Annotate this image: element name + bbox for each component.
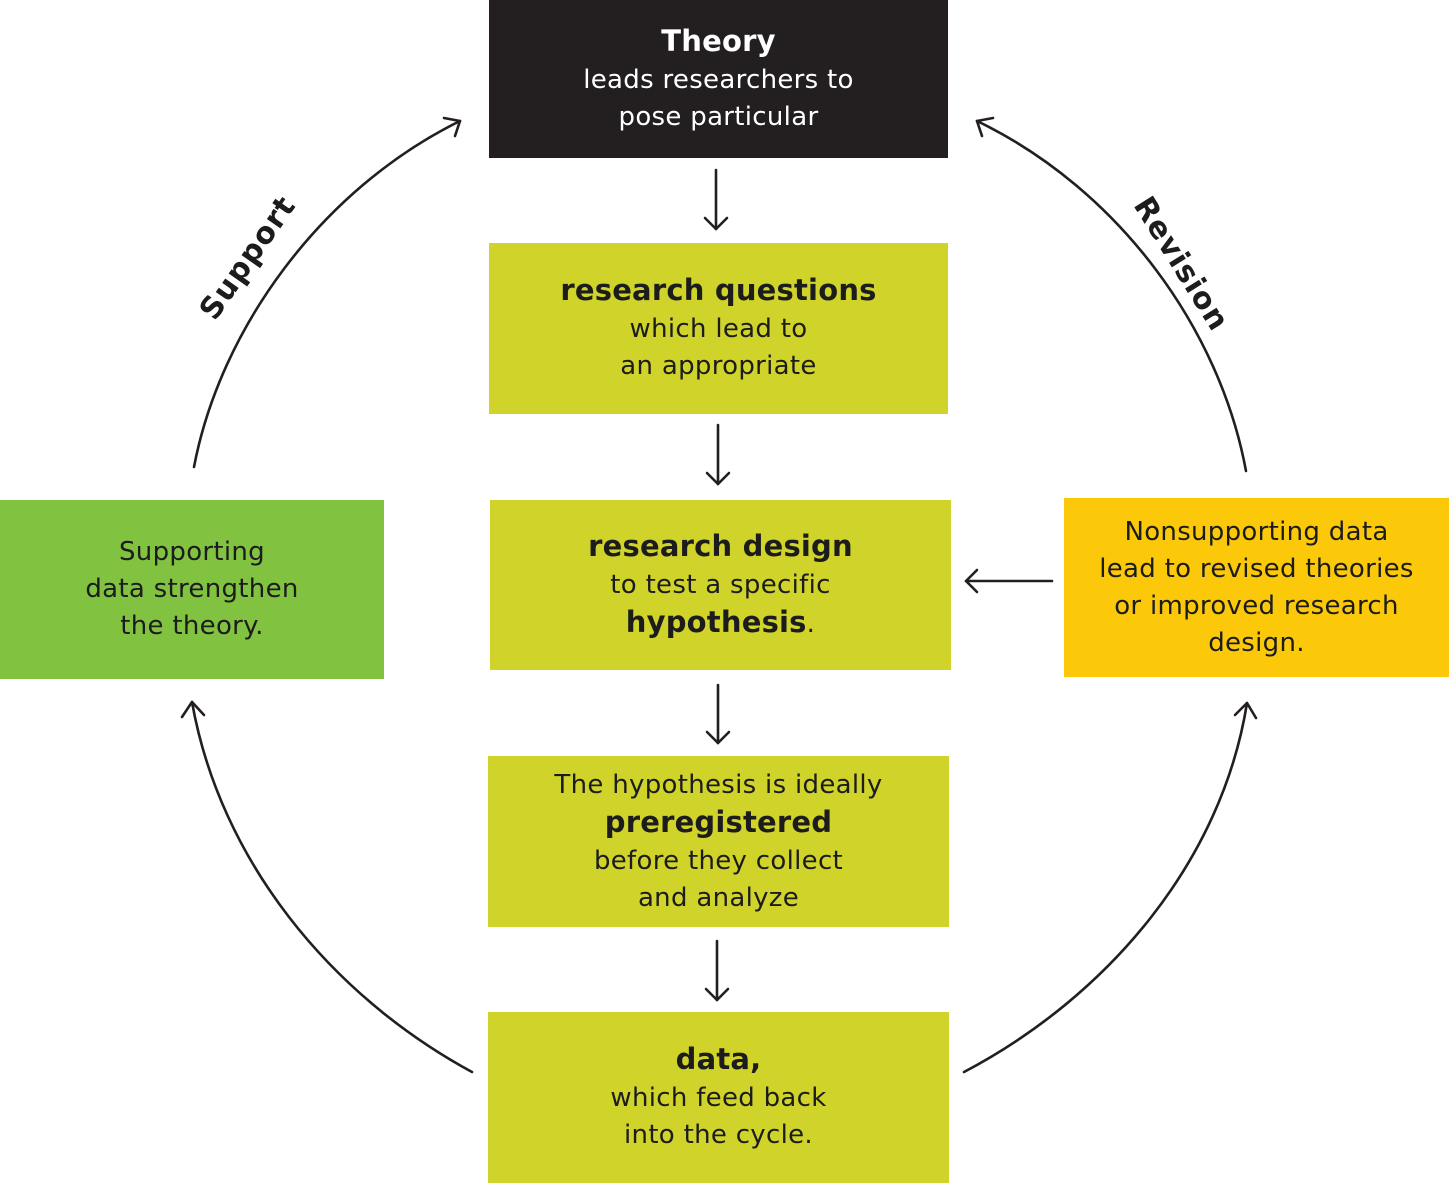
supporting-line-3: the theory.	[120, 611, 264, 641]
data-title: data,	[675, 1042, 762, 1076]
arrow-revision-to-theory	[975, 116, 1248, 473]
data-box: data, which feed back into the cycle.	[488, 1012, 949, 1183]
theory-line-2: pose particular	[618, 101, 819, 132]
preregistered-line-1: The hypothesis is ideally	[554, 769, 883, 800]
hypothesis-period: .	[806, 608, 816, 639]
theory-line-1: leads researchers to	[583, 64, 854, 95]
arrow-prereg-to-data	[704, 939, 730, 1002]
nonsupporting-line-4: design.	[1208, 627, 1305, 658]
theory-box: Theory leads researchers to pose particu…	[489, 0, 948, 158]
supporting-data-box: Supporting data strengthen the theory.	[0, 500, 384, 679]
nonsupporting-line-1: Nonsupporting data	[1124, 516, 1389, 547]
research-questions-line-1: which lead to	[629, 314, 808, 344]
research-questions-box: research questions which lead to an appr…	[489, 243, 948, 414]
research-design-line-1: to test a specific	[610, 569, 831, 600]
arrow-data-to-nonsupporting	[962, 701, 1258, 1074]
nonsupporting-line-2: lead to revised theories	[1099, 553, 1414, 584]
nonsupporting-data-box: Nonsupporting data lead to revised theor…	[1064, 498, 1449, 677]
research-questions-line-2: an appropriate	[620, 351, 817, 381]
arrow-theory-to-questions	[703, 168, 729, 231]
research-design-box: research design to test a specific hypot…	[490, 500, 951, 670]
preregistered-line-3: and analyze	[637, 882, 800, 913]
theory-title: Theory	[661, 23, 776, 58]
supporting-line-1: Supporting	[119, 537, 265, 567]
preregistered-box: The hypothesis is ideally preregistered …	[488, 756, 949, 927]
arrow-support-to-theory	[192, 116, 462, 469]
nonsupporting-line-3: or improved research	[1114, 590, 1399, 621]
research-questions-title: research questions	[560, 273, 877, 307]
arrow-nonsupporting-to-design	[964, 568, 1054, 594]
arrow-design-to-prereg	[705, 683, 731, 745]
hypothesis-word: hypothesis	[625, 604, 807, 639]
preregistered-line-2: before they collect	[593, 845, 844, 876]
arrow-questions-to-design	[705, 423, 731, 486]
research-design-title: research design	[588, 528, 853, 563]
preregistered-word: preregistered	[604, 804, 833, 839]
arrow-data-to-supporting	[180, 700, 474, 1074]
data-line-1: which feed back	[610, 1083, 827, 1113]
data-line-2: into the cycle.	[624, 1120, 813, 1150]
supporting-line-2: data strengthen	[85, 574, 299, 604]
